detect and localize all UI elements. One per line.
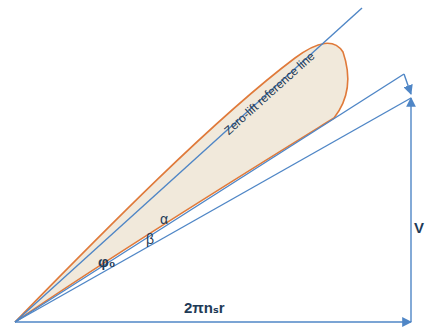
- velocity-label: V: [414, 220, 424, 235]
- angle-label: α: [160, 212, 168, 226]
- axial-velocity-arrow: [410, 98, 411, 322]
- angle-label: φ₀: [98, 254, 116, 269]
- induced-velocity-arrow: [404, 74, 411, 94]
- airfoil: [15, 43, 348, 322]
- angle-label: β: [146, 232, 154, 246]
- chord-line: [15, 74, 404, 322]
- zero-lift-line: [15, 8, 362, 322]
- resultant-velocity-line: [15, 98, 411, 322]
- rotational-velocity-arrow: [15, 321, 411, 322]
- velocity-label: 2πnₛr: [184, 300, 225, 315]
